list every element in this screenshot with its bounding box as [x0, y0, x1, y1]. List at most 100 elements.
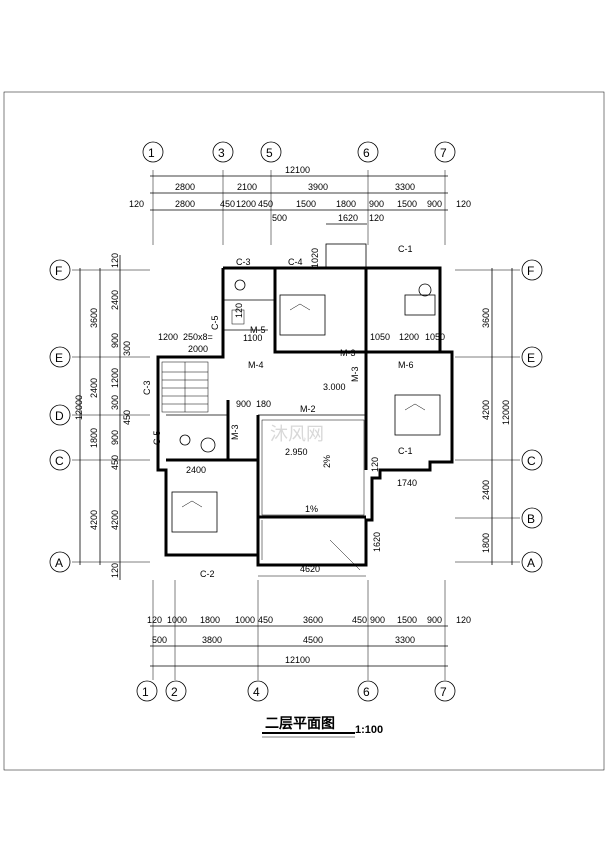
door-m3-c: M-3: [230, 425, 240, 441]
title-scale: 1:100: [355, 724, 383, 736]
dim-top-total: 12100: [285, 165, 310, 175]
axis-left-C: C: [55, 454, 64, 468]
axis-bottom-6: 6: [363, 685, 370, 699]
window-c2: C-2: [200, 569, 215, 579]
svg-text:4620: 4620: [300, 564, 320, 574]
watermark-text: 沐风网: [270, 424, 324, 445]
axis-left-D: D: [55, 409, 64, 423]
left-axis-markers: F E D C A: [49, 259, 71, 573]
svg-text:1800: 1800: [200, 615, 220, 625]
svg-text:3800: 3800: [202, 635, 222, 645]
svg-text:1050: 1050: [370, 332, 390, 342]
svg-text:900: 900: [110, 333, 120, 348]
svg-text:1200: 1200: [110, 368, 120, 388]
svg-text:4200: 4200: [110, 510, 120, 530]
svg-text:3300: 3300: [395, 182, 415, 192]
svg-text:1500: 1500: [397, 615, 417, 625]
window-c3-top: C-3: [236, 257, 251, 267]
svg-text:2100: 2100: [237, 182, 257, 192]
axis-right-B: B: [527, 512, 535, 526]
svg-text:120: 120: [110, 563, 120, 578]
svg-text:2400: 2400: [89, 378, 99, 398]
svg-text:120: 120: [129, 199, 144, 209]
svg-text:3300: 3300: [395, 635, 415, 645]
svg-text:1620: 1620: [338, 213, 358, 223]
room-labels: C-1 C-1 C-2 C-3 C-3 C-4 C-5 C-5 M-2 M-3 …: [142, 244, 445, 579]
svg-text:2800: 2800: [175, 182, 195, 192]
axis-top-3: 3: [218, 146, 225, 160]
axis-right-F: F: [527, 264, 534, 278]
svg-text:120: 120: [147, 615, 162, 625]
door-m3-b: M-3: [350, 367, 360, 383]
svg-text:1200: 1200: [158, 332, 178, 342]
svg-text:450: 450: [110, 455, 120, 470]
window-c5-b: C-5: [152, 430, 162, 445]
bathroom-fixtures: [179, 279, 246, 453]
svg-text:900: 900: [369, 199, 384, 209]
dim-bottom-total: 12100: [285, 655, 310, 665]
bed-lower-left: [171, 491, 218, 533]
svg-text:120: 120: [456, 199, 471, 209]
elevation-2950: 2.950: [285, 447, 308, 457]
left-dimensions: 12000 3600 2400 1800 4200 120 2400 900 3…: [72, 253, 150, 580]
elevation-3000: 3.000: [323, 382, 346, 392]
window-c3-left: C-3: [142, 380, 152, 395]
svg-text:3600: 3600: [303, 615, 323, 625]
title-main: 二层平面图: [265, 716, 335, 732]
axis-top-1: 1: [148, 146, 155, 160]
door-m3-a: M-3: [340, 348, 356, 358]
door-m6: M-6: [398, 360, 414, 370]
window-c1-bottom: C-1: [398, 446, 413, 456]
svg-text:120: 120: [110, 253, 120, 268]
bed-right: [394, 394, 441, 436]
svg-text:450: 450: [352, 615, 367, 625]
axis-right-C: C: [527, 454, 536, 468]
drawing-frame: [3, 91, 605, 771]
study-desk: [404, 283, 436, 316]
svg-text:3600: 3600: [89, 308, 99, 328]
svg-text:250x8=: 250x8=: [183, 332, 213, 342]
svg-text:2400: 2400: [186, 465, 206, 475]
svg-text:4200: 4200: [481, 400, 491, 420]
svg-text:1050: 1050: [425, 332, 445, 342]
svg-text:900: 900: [370, 615, 385, 625]
svg-text:1200: 1200: [236, 199, 256, 209]
slope-1pct: 1%: [305, 504, 318, 514]
drawing-title: 二层平面图 1:100: [262, 716, 383, 738]
right-axis-markers: F E C B A: [521, 259, 543, 573]
svg-text:1020: 1020: [310, 248, 320, 268]
svg-text:900: 900: [110, 430, 120, 445]
svg-text:450: 450: [122, 410, 132, 425]
svg-text:900: 900: [427, 615, 442, 625]
svg-text:120: 120: [456, 615, 471, 625]
axis-top-7: 7: [440, 146, 447, 160]
door-m4: M-4: [248, 360, 264, 370]
door-m2: M-2: [300, 404, 316, 414]
svg-text:300: 300: [122, 341, 132, 356]
svg-text:900: 900: [236, 399, 251, 409]
svg-text:1500: 1500: [397, 199, 417, 209]
staircase: [161, 361, 209, 413]
axis-top-5: 5: [266, 146, 273, 160]
right-dimensions: 3600 4200 2400 1800 12000: [455, 268, 520, 565]
svg-text:300: 300: [110, 395, 120, 410]
svg-text:1800: 1800: [481, 533, 491, 553]
svg-text:120: 120: [370, 457, 380, 472]
bottom-axis-markers: 1 2 4 6 7: [136, 680, 456, 702]
svg-text:1800: 1800: [89, 428, 99, 448]
svg-text:2400: 2400: [110, 290, 120, 310]
slope-2pct: 2%: [322, 455, 332, 468]
svg-text:450: 450: [258, 615, 273, 625]
svg-text:12000: 12000: [74, 395, 84, 420]
svg-text:1620: 1620: [372, 532, 382, 552]
axis-left-E: E: [55, 351, 63, 365]
svg-text:2000: 2000: [188, 344, 208, 354]
svg-text:1740: 1740: [397, 478, 417, 488]
window-c4: C-4: [288, 257, 303, 267]
svg-text:450: 450: [220, 199, 235, 209]
bottom-dimensions: 120 1000 1800 1000 450 3600 450 900 1500…: [147, 580, 471, 680]
svg-text:1200: 1200: [399, 332, 419, 342]
axis-right-A: A: [527, 556, 535, 570]
axis-bottom-2: 2: [171, 685, 178, 699]
